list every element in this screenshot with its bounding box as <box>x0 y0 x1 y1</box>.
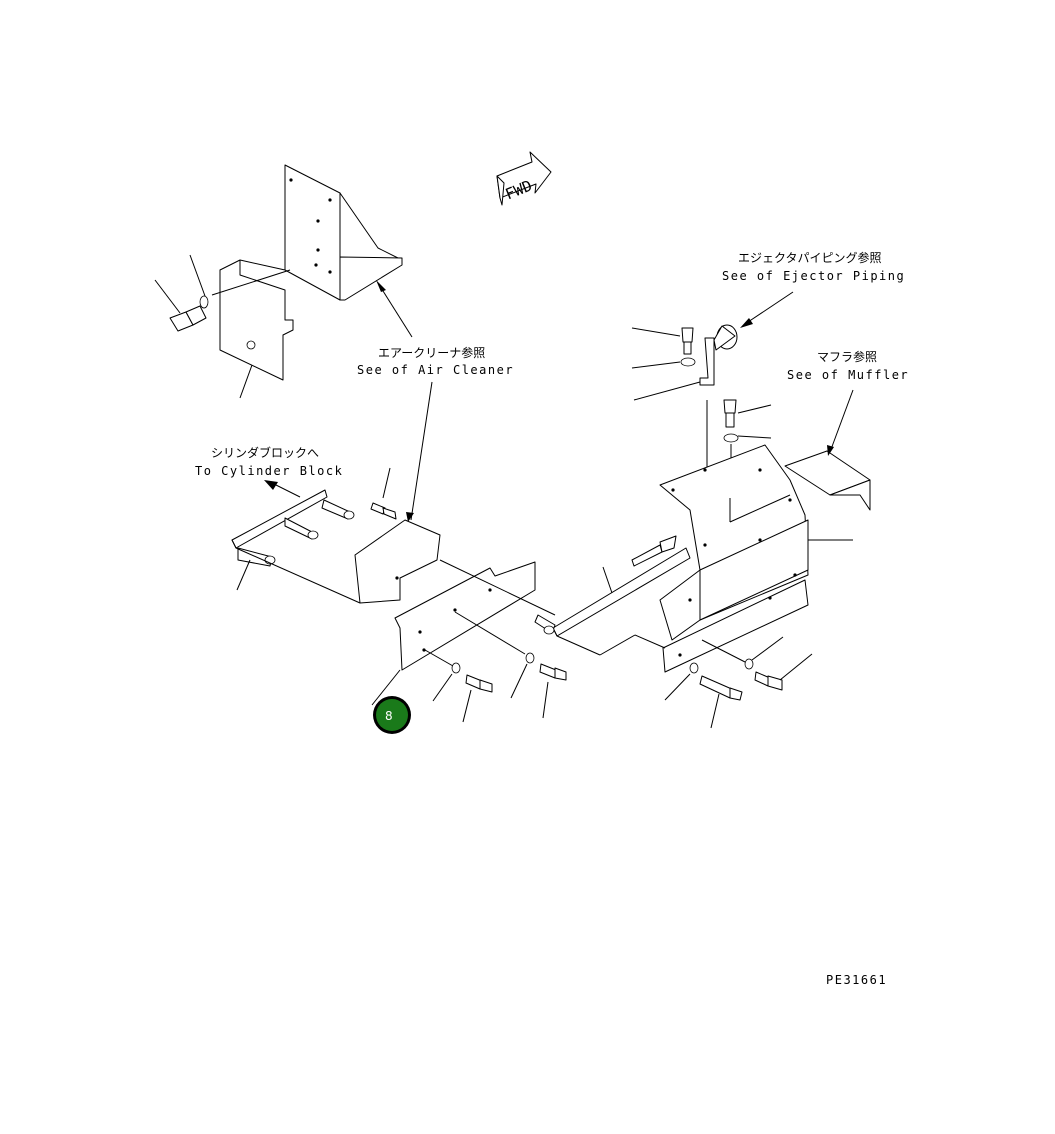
lower-bolts-left <box>371 652 567 723</box>
muffler-label-jp: マフラ参照 <box>817 349 877 364</box>
ejector-bolts <box>631 327 701 401</box>
ejector-piping-leader <box>744 291 794 325</box>
air-cleaner-bracket <box>284 164 403 301</box>
center-rail <box>534 535 691 656</box>
muffler-bracket <box>784 450 871 511</box>
cylinder-block-label-en: To Cylinder Block <box>195 464 343 478</box>
cylinder-block-label-jp: シリンダブロックへ <box>211 445 319 460</box>
ejector-piping-label-en: See of Ejector Piping <box>722 269 905 283</box>
muffler-label-en: See of Muffler <box>787 368 909 382</box>
lower-main-plate <box>354 519 556 671</box>
mount-bolt-upper <box>236 467 397 591</box>
air-cleaner-leader-lower <box>410 381 433 521</box>
callout-badge-label: 8 <box>385 709 393 723</box>
lower-bolts-right <box>664 636 813 729</box>
left-side-plate <box>211 259 294 381</box>
callout-badge[interactable]: 8 <box>373 696 411 734</box>
drawing-number: PE31661 <box>826 973 887 987</box>
ejector-pipe-clamp <box>699 324 738 476</box>
fwd-arrow-icon: FWD <box>496 151 552 206</box>
air-cleaner-label-jp: エアークリーナ参照 <box>378 345 485 360</box>
air-cleaner-leader-upper <box>377 282 413 338</box>
right-main-plate <box>659 444 853 673</box>
muffler-leader <box>829 389 854 453</box>
air-cleaner-label-en: See of Air Cleaner <box>357 363 514 377</box>
ejector-piping-label-jp: エジェクタパイピング参照 <box>738 250 882 265</box>
front-mount-bracket <box>231 489 361 604</box>
bolt-upper-left <box>154 254 253 399</box>
